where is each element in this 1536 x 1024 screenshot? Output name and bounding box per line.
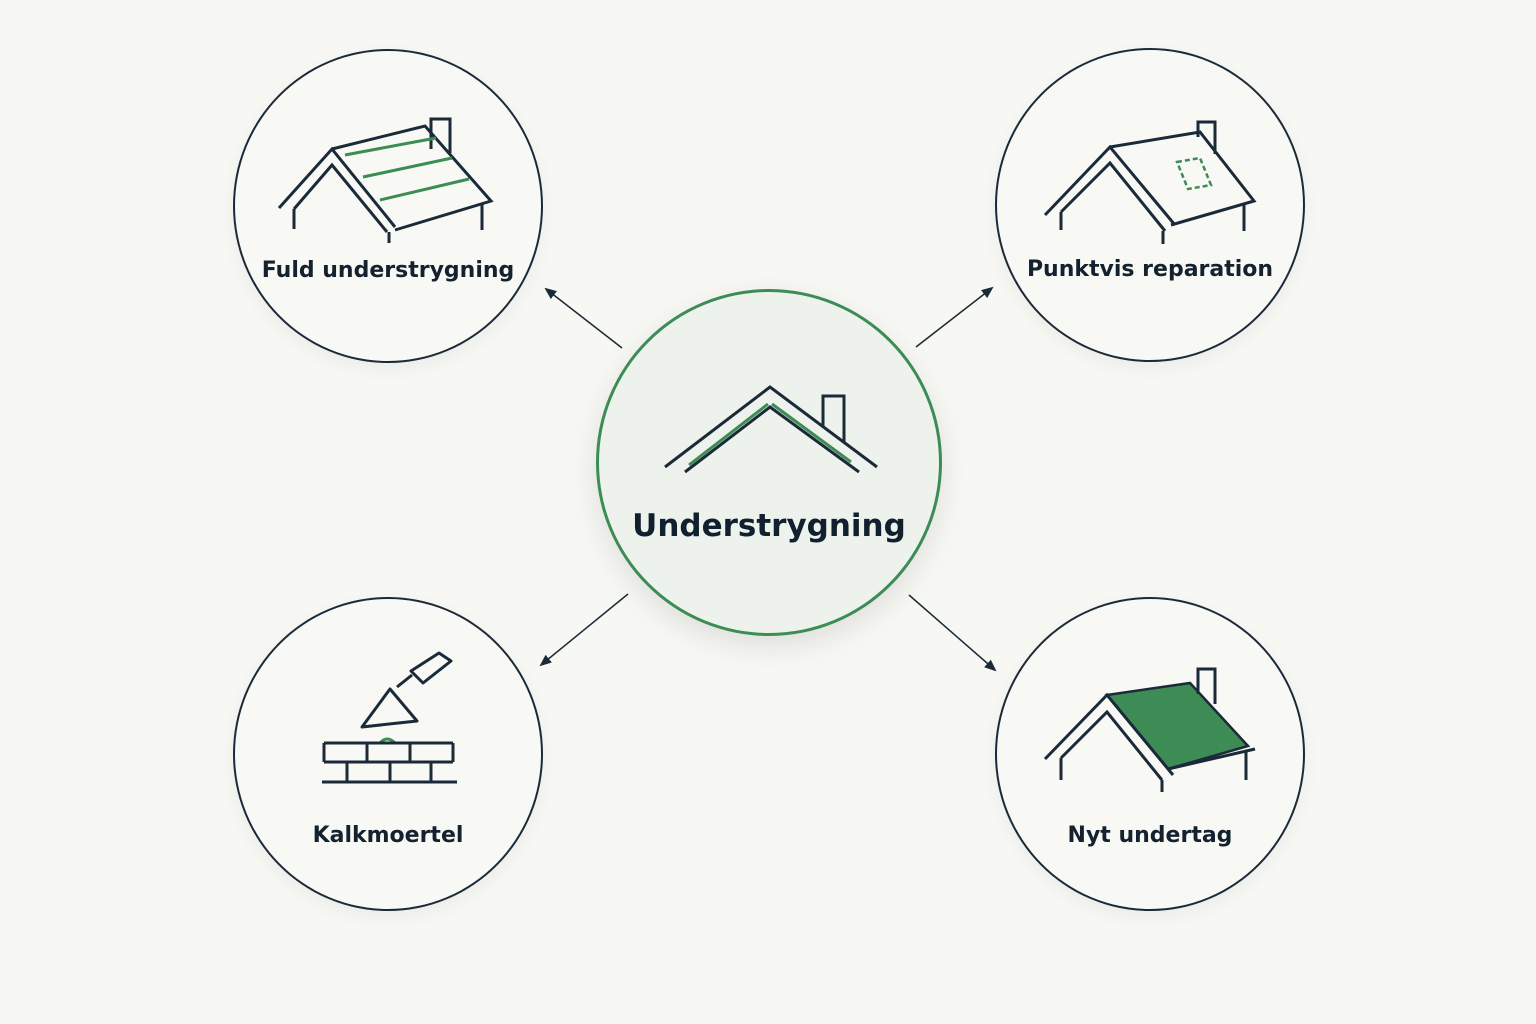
trowel-bricks-icon: [322, 651, 457, 784]
node-nyt-undertag: Nyt undertag: [995, 597, 1305, 911]
node-punktvis-reparation: Punktvis reparation: [995, 48, 1305, 362]
roof-ridge-icon: [664, 385, 878, 474]
node-kalkmoertel: Kalkmoertel: [233, 597, 543, 911]
roof-striped-icon: [277, 117, 494, 243]
roof-filled-icon: [1043, 667, 1256, 792]
arrow-to-top-left: [544, 287, 623, 349]
arrow-to-bottom-left: [539, 593, 629, 667]
arrow-to-top-right: [915, 286, 994, 348]
roof-patch-icon: [1043, 120, 1257, 244]
node-label: Kalkmoertel: [312, 823, 464, 848]
arrow-to-bottom-right: [908, 594, 997, 672]
center-label: Understrygning: [632, 508, 906, 544]
node-fuld-understrygning: Fuld understrygning: [233, 49, 543, 363]
node-label: Fuld understrygning: [261, 258, 515, 283]
node-label: Punktvis reparation: [1026, 257, 1274, 282]
node-label: Nyt undertag: [1067, 823, 1233, 848]
node-understrygning-center: Understrygning: [596, 289, 942, 636]
